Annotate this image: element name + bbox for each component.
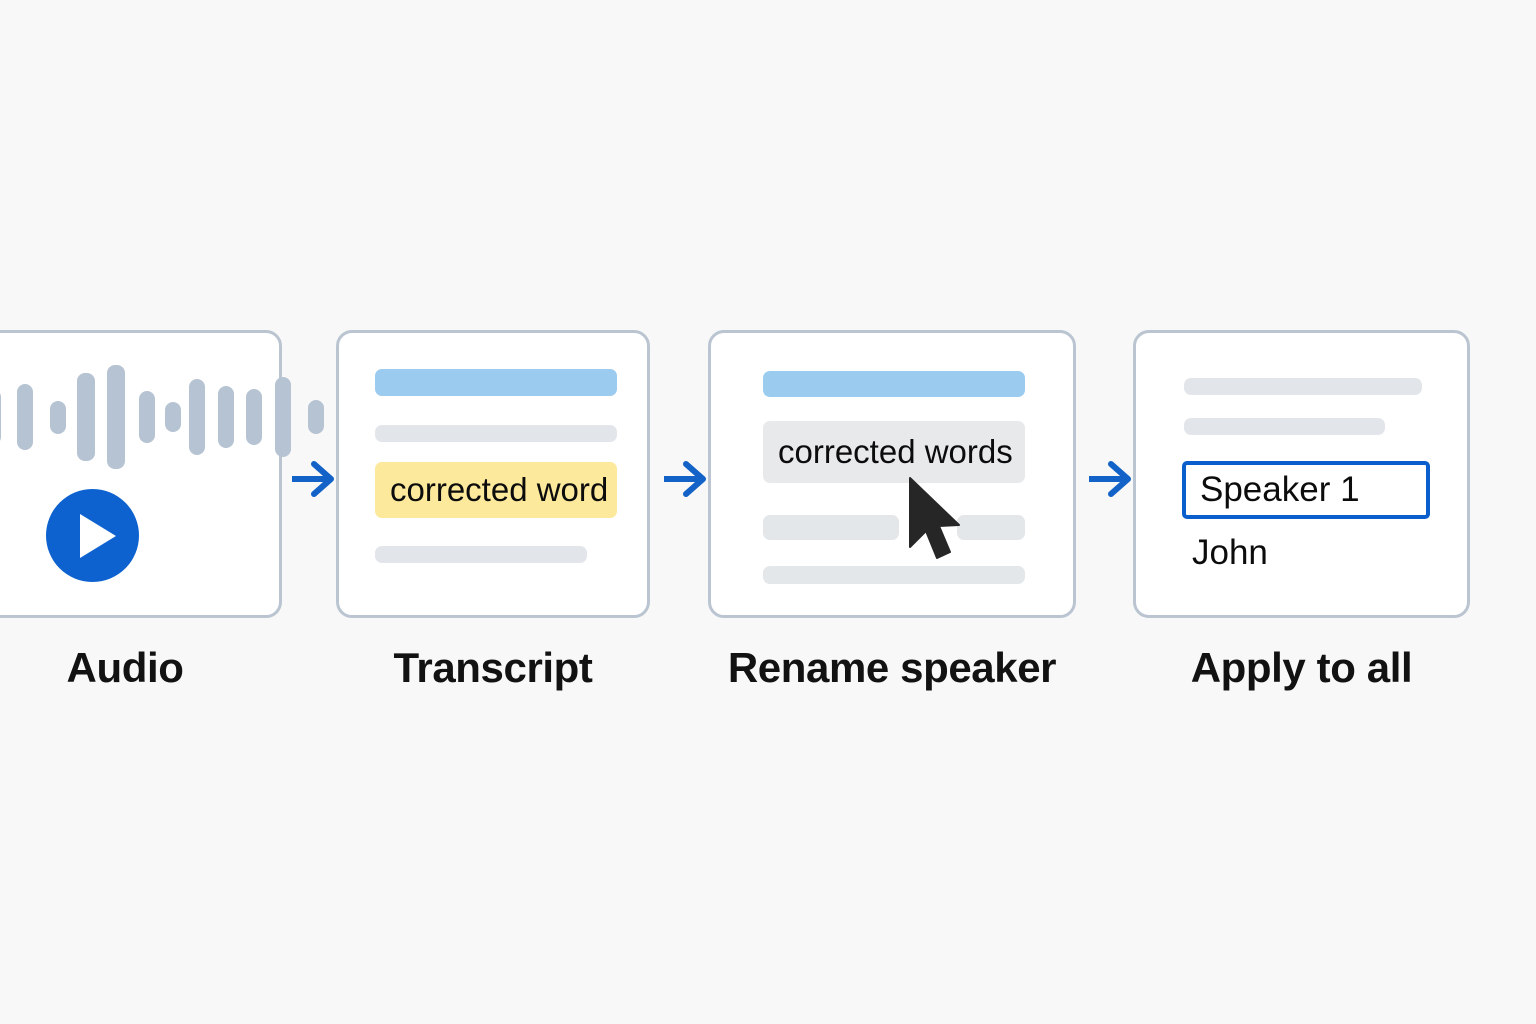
play-triangle-icon [80, 514, 116, 558]
rename-speaker-card-body: corrected words [711, 333, 1073, 615]
corrected-words-text: corrected words [778, 433, 1013, 470]
audio-card-body [0, 333, 324, 615]
apply-line-bar-2 [1184, 418, 1385, 435]
audio-card-label: Audio [66, 644, 184, 691]
waveform-icon [0, 365, 324, 469]
speaker-name-input[interactable]: Speaker 1 [1182, 461, 1430, 519]
arrow-audio-to-transcript-icon [288, 455, 340, 503]
rename-speaker-card[interactable]: corrected words [708, 330, 1076, 618]
rename-line-bar-left [763, 515, 899, 540]
corrected-word-highlight[interactable]: corrected word [375, 462, 617, 518]
transcript-card[interactable]: corrected word [336, 330, 650, 618]
transcript-line-bar-1 [375, 425, 617, 442]
apply-to-all-card-body: Speaker 1 John [1136, 333, 1467, 615]
transcript-speaker-bar [375, 369, 617, 396]
speaker-name-input-value: Speaker 1 [1200, 470, 1360, 509]
play-icon[interactable] [46, 489, 139, 582]
audio-card[interactable] [0, 330, 324, 618]
arrow-transcript-to-rename-icon [660, 455, 712, 503]
transcript-line-bar-2 [375, 546, 587, 563]
rename-line-bar-bottom [763, 566, 1025, 584]
cursor-icon [906, 475, 966, 568]
applied-name-text: John [1192, 533, 1268, 572]
rename-line-bar-right [957, 515, 1025, 540]
transcript-card-label: Transcript [393, 644, 593, 691]
corrected-word-text: corrected word [390, 471, 609, 508]
transcript-card-body: corrected word [339, 333, 647, 615]
rename-speaker-card-label: Rename speaker [727, 644, 1057, 691]
rename-speaker-bar [763, 371, 1025, 397]
apply-to-all-card-label: Apply to all [1190, 644, 1413, 691]
apply-line-bar-1 [1184, 378, 1422, 395]
corrected-words-chip[interactable]: corrected words [763, 421, 1025, 483]
arrow-rename-to-apply-icon [1085, 455, 1137, 503]
apply-to-all-card[interactable]: Speaker 1 John [1133, 330, 1470, 618]
